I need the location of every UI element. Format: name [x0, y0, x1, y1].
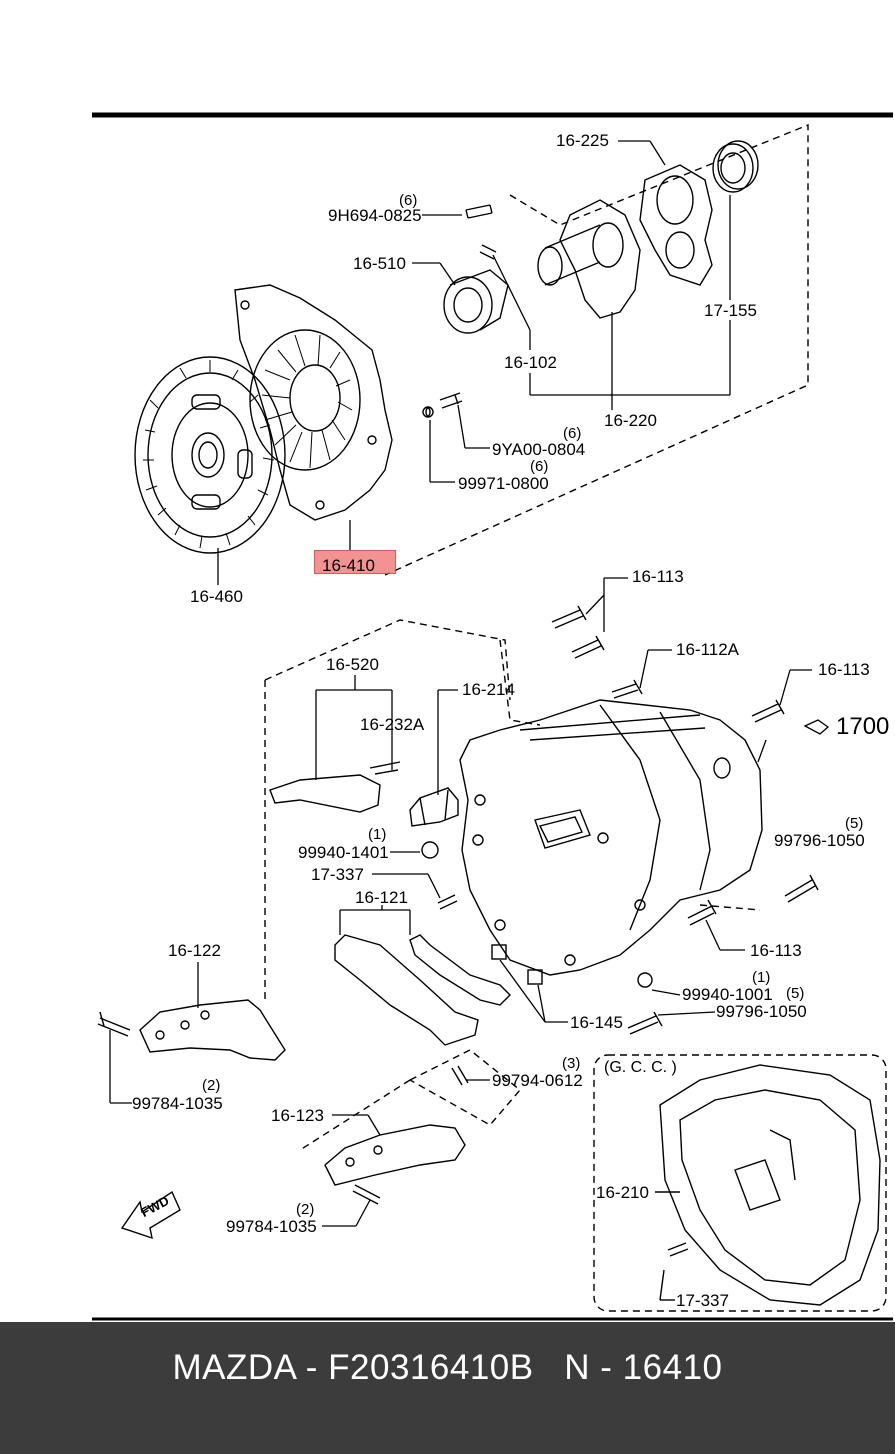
part-label[interactable]: 9H694-0825 — [328, 206, 422, 225]
part-label[interactable]: 16-520 — [326, 655, 379, 674]
part-label[interactable]: 16-510 — [353, 254, 406, 273]
qty-label: (3) — [562, 1055, 581, 1072]
qty-label: (5) — [786, 985, 805, 1002]
oil-seal-part — [712, 140, 759, 193]
qty-label: (6) — [563, 425, 582, 442]
part-label[interactable]: 99796-1050 — [774, 831, 865, 850]
part-label[interactable]: 99940-1001 — [682, 985, 773, 1004]
part-label[interactable]: 16-122 — [168, 941, 221, 960]
highlight-16-410 — [314, 550, 396, 574]
part-number-footer: MAZDA - F20316410B N - 16410 — [0, 1322, 895, 1454]
release-fork-part — [269, 761, 401, 813]
qty-label: (6) — [399, 192, 418, 209]
qty-label: (2) — [296, 1201, 315, 1218]
part-label[interactable]: 16-220 — [604, 411, 657, 430]
part-label[interactable]: 99784-1035 — [226, 1217, 317, 1236]
bracket-122-part — [139, 999, 286, 1061]
bolts-top — [422, 204, 497, 418]
part-label[interactable]: 17-155 — [704, 301, 757, 320]
cross-member-part — [334, 934, 511, 1046]
qty-label: (5) — [845, 815, 864, 832]
part-label[interactable]: 16-232A — [360, 715, 425, 734]
gcc-inset — [593, 1054, 887, 1312]
phantom-lines — [264, 123, 809, 1151]
pressure-plate-part — [234, 284, 393, 521]
bolts-lower — [97, 944, 543, 1205]
part-label-highlighted[interactable]: 16-410 — [322, 556, 375, 575]
part-label[interactable]: 16-121 — [355, 888, 408, 907]
part-label[interactable]: 16-225 — [556, 131, 609, 150]
parts-diagram: 16-225 (6) 9H694-0825 16-510 17-155 16-1… — [92, 112, 893, 1321]
qty-label: (1) — [368, 826, 387, 843]
part-label[interactable]: 99940-1401 — [298, 843, 389, 862]
part-label[interactable]: 16-460 — [190, 587, 243, 606]
part-label[interactable]: 16-145 — [570, 1013, 623, 1032]
part-label[interactable]: 99796-1050 — [716, 1002, 807, 1021]
gasket-part — [639, 164, 713, 286]
footer-part-number-text: MAZDA - F20316410B N - 16410 — [172, 1348, 723, 1387]
qty-label: (1) — [752, 969, 771, 986]
diagram-drawing — [92, 112, 893, 1321]
leader-lines-top — [217, 140, 731, 585]
clutch-disc-part — [134, 356, 286, 554]
part-label[interactable]: 99971-0800 — [458, 474, 549, 493]
part-label[interactable]: 99794-0612 — [492, 1071, 583, 1090]
fwd-arrow-icon — [120, 1190, 181, 1240]
leader-lines-lower — [109, 577, 830, 1227]
part-label[interactable]: 16-102 — [504, 353, 557, 372]
bracket-123-part — [324, 1124, 466, 1186]
part-label[interactable]: 9YA00-0804 — [492, 440, 586, 459]
release-bearing-part — [443, 269, 509, 334]
part-label[interactable]: 99784-1035 — [132, 1094, 223, 1113]
transmission-case-part — [459, 699, 763, 976]
part-label[interactable]: 16-113 — [632, 567, 684, 586]
part-label[interactable]: 17-337 — [676, 1291, 729, 1310]
front-cover-part — [537, 199, 641, 319]
part-label[interactable]: 1700 — [836, 713, 890, 740]
qty-label: (6) — [530, 458, 549, 475]
part-label[interactable]: 16-113 — [818, 660, 870, 679]
part-label[interactable]: 16-214 — [462, 680, 515, 699]
gcc-inset-title: (G. C. C. ) — [604, 1059, 677, 1076]
part-label[interactable]: 16-113 — [750, 941, 802, 960]
bolts-middle — [421, 605, 819, 1035]
part-label[interactable]: 16-123 — [271, 1106, 324, 1125]
part-label[interactable]: 16-112A — [676, 640, 740, 659]
part-label[interactable]: 17-337 — [311, 865, 364, 884]
part-label[interactable]: 16-210 — [596, 1183, 649, 1202]
fork-boot-part — [409, 787, 459, 827]
qty-label: (2) — [202, 1077, 221, 1094]
